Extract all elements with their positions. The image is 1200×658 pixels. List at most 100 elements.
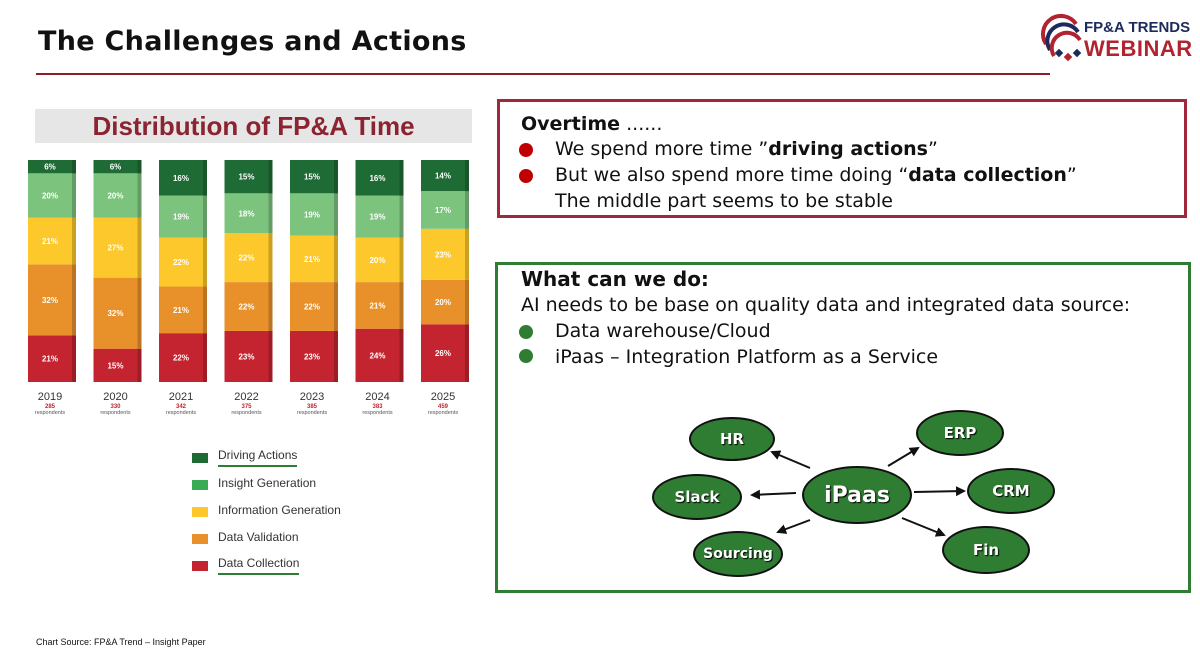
bar-segment-shade <box>203 237 207 287</box>
x-tick-label: 2020 <box>103 391 127 403</box>
bullet-1-prefix: We spend more time ” <box>555 138 769 160</box>
red-bullet-icon <box>519 169 533 183</box>
green-bullet-icon <box>519 325 533 339</box>
bullet-2-bold: data collection <box>908 164 1067 186</box>
bar-segment-shade <box>334 160 338 194</box>
bar-data-label: 20% <box>369 256 385 265</box>
respondents-label: respondents <box>231 410 262 416</box>
bar-data-label: 15% <box>107 361 123 370</box>
ipaas-node: iPaas <box>802 466 912 524</box>
legend-label: Driving Actions <box>218 448 298 467</box>
bar-data-label: 27% <box>107 244 123 253</box>
legend-swatch <box>192 560 208 571</box>
bar-segment-shade <box>137 160 142 174</box>
bar-segment <box>224 330 273 382</box>
legend-label: Data Collection <box>218 556 300 575</box>
bar-data-label: 20% <box>107 192 123 201</box>
bar-data-label: 14% <box>435 172 451 181</box>
bar-data-label: 6% <box>44 163 56 172</box>
bar-segment <box>28 335 76 382</box>
respondents-count: 383 <box>372 404 383 410</box>
respondents-count: 285 <box>45 404 56 410</box>
bar-segment-shade <box>137 173 142 218</box>
bar-segment <box>159 286 207 334</box>
bar-segment-shade <box>203 333 207 382</box>
bullet-1-bold: driving actions <box>768 138 928 160</box>
bar-segment-shade <box>268 160 273 194</box>
erp-node: ERP <box>916 410 1004 456</box>
bullet-2-prefix: But we also spend more time doing “ <box>555 164 909 186</box>
bar-segment <box>290 193 338 236</box>
overtime-line-3: The middle part seems to be stable <box>555 190 893 212</box>
bar-data-label: 21% <box>42 355 58 364</box>
bar-segment-shade <box>268 233 273 283</box>
bar-segment-shade <box>137 277 142 349</box>
respondents-label: respondents <box>35 410 66 416</box>
bar-segment-shade <box>203 286 207 334</box>
respondents-label: respondents <box>362 410 393 416</box>
x-tick-label: 2025 <box>431 391 455 403</box>
legend-swatch <box>192 506 208 517</box>
bar-data-label: 19% <box>173 213 189 222</box>
bar-data-label: 16% <box>369 174 385 183</box>
bar-data-label: 15% <box>238 173 254 182</box>
bar-segment <box>159 237 207 287</box>
stacked-bar-chart: 21%32%21%20%6%2019285respondents15%32%27… <box>28 160 469 416</box>
bar-data-label: 19% <box>304 210 320 219</box>
bar-segment-shade <box>268 282 273 331</box>
legend-label: Information Generation <box>218 503 341 517</box>
bar-segment <box>224 233 273 283</box>
bar-segment-shade <box>72 217 76 265</box>
arrow-to-erp <box>887 446 920 467</box>
bar-segment-shade <box>399 160 404 196</box>
bar-data-label: 26% <box>435 349 451 358</box>
bar-data-label: 18% <box>238 209 254 218</box>
bar-data-label: 6% <box>110 163 122 172</box>
respondents-count: 330 <box>110 404 121 410</box>
bar-segment <box>93 348 142 382</box>
bar-segment-shade <box>203 160 207 196</box>
bar-segment <box>93 160 142 174</box>
legend-label: Insight Generation <box>218 476 317 490</box>
respondents-count: 342 <box>176 404 187 410</box>
sourcing-node: Sourcing <box>693 531 783 577</box>
bar-segment-shade <box>72 335 76 382</box>
bar-segment-shade <box>465 279 469 325</box>
hr-node: HR <box>689 417 775 461</box>
legend-item: Information Generation <box>192 498 341 525</box>
bar-segment <box>224 160 273 194</box>
overtime-heading-bold: Overtime <box>521 113 621 135</box>
bar-data-label: 22% <box>238 254 254 263</box>
logo-globe-icon <box>1040 14 1082 62</box>
action-heading: What can we do: <box>521 267 709 291</box>
fpa-trends-logo: FP&A TRENDS WEBINAR <box>1038 10 1196 70</box>
logo-text-top: FP&A TRENDS <box>1084 19 1191 36</box>
bar-segment <box>93 277 142 349</box>
bar-data-label: 16% <box>173 174 189 183</box>
bar-segment-shade <box>334 235 338 283</box>
bar-data-label: 21% <box>369 301 385 310</box>
respondents-label: respondents <box>100 410 131 416</box>
bar-data-label: 21% <box>42 237 58 246</box>
respondents-label: respondents <box>297 410 328 416</box>
logo-text-bottom: WEBINAR <box>1084 36 1193 61</box>
bar-segment <box>290 160 338 194</box>
bar-segment-shade <box>334 330 338 382</box>
bar-data-label: 21% <box>173 306 189 315</box>
bar-data-label: 15% <box>304 173 320 182</box>
bar-segment <box>355 328 404 382</box>
arrow-to-slack <box>750 489 797 500</box>
bar-segment <box>355 195 404 238</box>
bullet-1-suffix: ” <box>927 138 938 160</box>
bullet-2-suffix: ” <box>1066 164 1077 186</box>
bar-segment-shade <box>334 282 338 331</box>
x-tick-label: 2021 <box>169 391 193 403</box>
overtime-heading: Overtime ...... <box>521 113 662 135</box>
slack-node: Slack <box>652 474 742 520</box>
respondents-count: 385 <box>307 404 318 410</box>
arrow-to-crm <box>913 486 966 497</box>
chart-title: Distribution of FP&A Time <box>35 109 472 143</box>
bar-segment <box>28 217 76 265</box>
bar-segment <box>355 282 404 329</box>
